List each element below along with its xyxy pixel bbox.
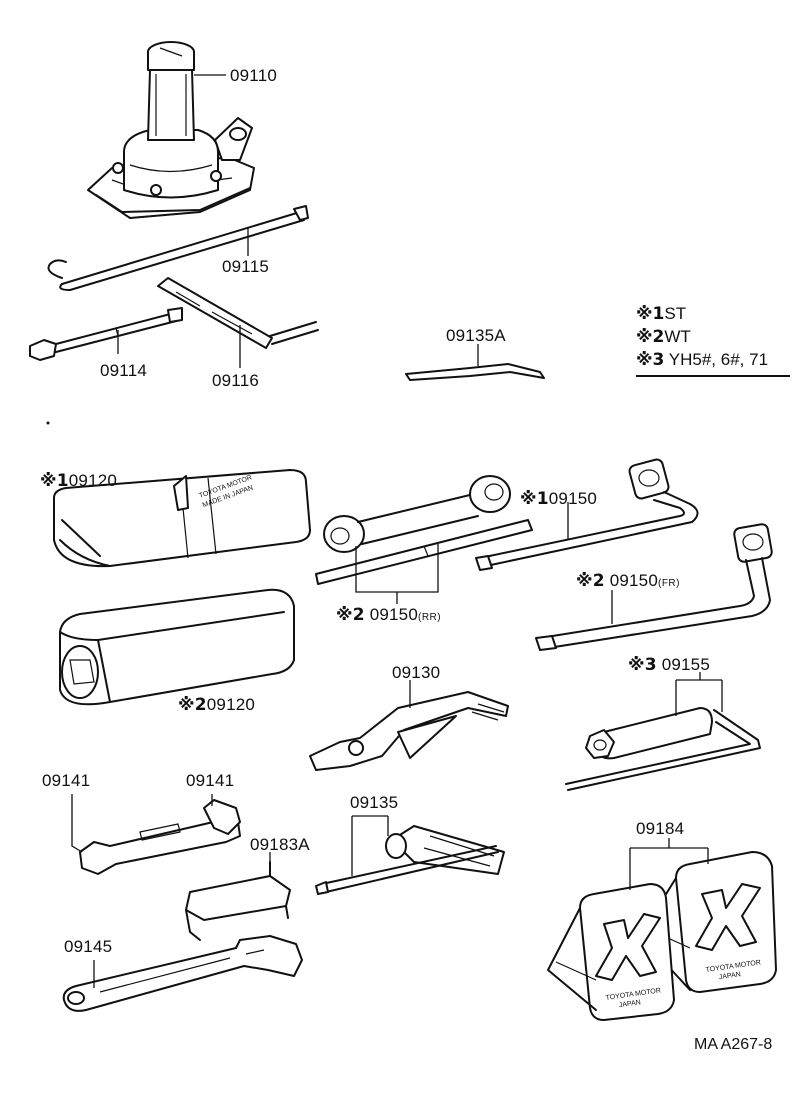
label-lever: 09116: [212, 371, 260, 390]
legend-mark-2: ※2: [636, 327, 665, 347]
label-jack-handle: 09115: [222, 257, 270, 276]
figure-code: MA A267-8: [694, 1036, 773, 1053]
label-tool-bag-wt: ※209120: [178, 696, 255, 714]
legend-mark-3: ※3: [636, 350, 665, 370]
legend-text-2: WT: [664, 327, 691, 346]
label-spanner-a: 09141: [42, 771, 91, 790]
variant-legend: ※1ST ※2WT ※3 YH5#, 6#, 71: [636, 302, 790, 377]
label-bar-09135a: 09135A: [446, 326, 506, 345]
mark-wrench-fr: ※2: [576, 571, 605, 591]
plug-wrench-drawing: [565, 672, 761, 791]
tool-bag-st-drawing: TOYOTA MOTOR MADE IN JAPAN: [53, 469, 311, 568]
code-tool-bag-wt: 09120: [206, 695, 256, 714]
clip-drawing: [185, 852, 291, 941]
label-chocks: 09184: [636, 819, 685, 838]
spanner-a-drawing: [71, 794, 241, 875]
label-spanner-b: 09141: [186, 771, 235, 790]
label-tool-bag-st: ※109120: [40, 472, 117, 490]
label-jack: 09110: [230, 66, 278, 85]
mark-plug-wrench: ※3: [628, 655, 657, 675]
label-pliers: 09130: [392, 663, 441, 682]
mark-tool-bag-st: ※1: [40, 471, 69, 491]
screwdriver-drawing: [315, 815, 505, 895]
wheel-chocks-drawing: TOYOTA MOTOR JAPAN TOYOTA MOTOR JAPAN: [547, 838, 777, 1021]
chock-left-imprint-2: JAPAN: [618, 999, 641, 1009]
lever-drawing: [157, 277, 319, 368]
wrench-rr-drawing: [315, 475, 533, 604]
adjustable-wrench-drawing: [62, 935, 303, 1012]
extension-drawing: [29, 307, 183, 361]
tool-bag-wt-drawing: [59, 588, 295, 706]
bar-09135a-drawing: [405, 344, 545, 381]
label-wrench-rr: ※2 09150(RR): [336, 606, 441, 626]
mark-tool-bag-wt: ※2: [178, 695, 207, 715]
label-wrench-fr: ※2 09150(FR): [576, 572, 680, 592]
label-plug-wrench: ※3 09155: [628, 656, 710, 674]
wrench-st-drawing: [475, 458, 699, 571]
legend-entry-wt: ※2WT: [636, 325, 790, 348]
code-plug-wrench: 09155: [661, 655, 710, 674]
code-wrench-rr: 09150: [369, 605, 418, 624]
chock-right-imprint-2: JAPAN: [718, 971, 741, 981]
legend-entry-st: ※1ST: [636, 302, 790, 325]
legend-entry-yh: ※3 YH5#, 6#, 71: [636, 348, 790, 371]
legend-text-3: YH5#, 6#, 71: [668, 350, 769, 369]
label-extension: 09114: [100, 361, 148, 380]
code-tool-bag-st: 09120: [68, 471, 118, 490]
legend-text-1: ST: [664, 304, 687, 323]
mark-wrench-rr: ※2: [336, 605, 365, 625]
legend-mark-1: ※1: [636, 304, 665, 324]
code-wrench-fr: 09150: [609, 571, 658, 590]
label-screwdriver: 09135: [350, 793, 399, 812]
jack-handle-drawing: [47, 205, 309, 291]
label-wrench-st: ※109150: [520, 490, 597, 508]
label-adjustable-wrench: 09145: [64, 937, 113, 956]
code-wrench-st: 09150: [548, 489, 598, 508]
jack-drawing: [87, 41, 255, 219]
pliers-drawing: [309, 680, 509, 771]
wrench-fr-drawing: [535, 523, 773, 651]
label-clip: 09183A: [250, 835, 310, 854]
mark-wrench-st: ※1: [520, 489, 549, 509]
suffix-wrench-rr: (RR): [417, 612, 442, 623]
suffix-wrench-fr: (FR): [657, 578, 680, 589]
